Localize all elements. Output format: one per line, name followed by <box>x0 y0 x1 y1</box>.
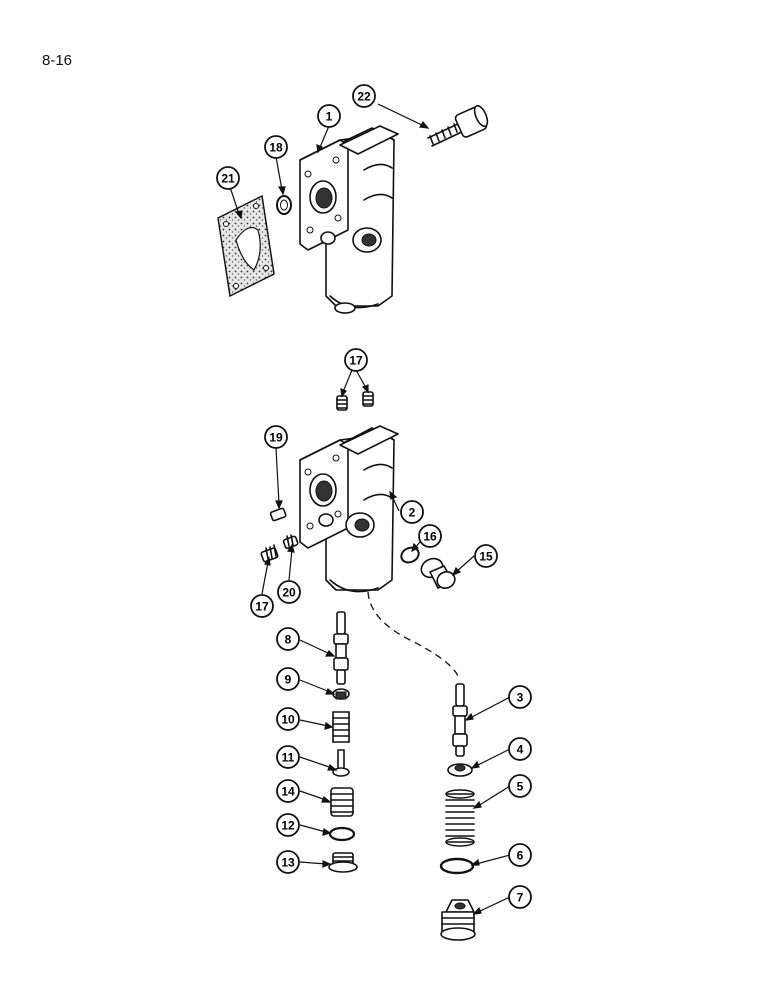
callout-11: 11 <box>276 745 300 769</box>
callout-circle <box>276 667 300 691</box>
callout-circle <box>508 774 532 798</box>
part-11-poppet <box>332 749 350 777</box>
callout-number: 15 <box>479 550 493 564</box>
callout-number: 9 <box>285 673 292 687</box>
callout-1: 1 <box>317 104 341 128</box>
callout-19: 19 <box>264 425 288 449</box>
part-7-plug <box>440 899 476 941</box>
callout-number: 16 <box>423 530 437 544</box>
callout-21: 21 <box>216 166 240 190</box>
part-2-valve-housing <box>299 425 399 593</box>
callout-circle <box>276 779 300 803</box>
part-16-o-ring <box>400 546 420 564</box>
callout-number: 22 <box>357 90 371 104</box>
callout-number: 3 <box>517 691 524 705</box>
callout-circle <box>352 84 376 108</box>
part-13-plug <box>328 852 358 873</box>
leader-lines <box>229 103 511 915</box>
callout-circle <box>418 524 442 548</box>
callout-circle <box>400 500 424 524</box>
callout-number: 6 <box>517 849 524 863</box>
callout-9: 9 <box>276 667 300 691</box>
part-5-spring <box>445 789 475 847</box>
callout-10: 10 <box>276 707 300 731</box>
part-6-o-ring <box>439 857 475 875</box>
callout-number: 17 <box>349 354 363 368</box>
part-17-set-screw-lower <box>260 544 279 563</box>
callout-number: 12 <box>281 819 295 833</box>
callout-5: 5 <box>508 774 532 798</box>
callout-8: 8 <box>276 627 300 651</box>
callout-circle <box>276 813 300 837</box>
dashed-guide-line <box>367 591 459 677</box>
callout-3: 3 <box>508 685 532 709</box>
part-4-retainer <box>447 763 473 777</box>
callout-circle <box>317 104 341 128</box>
callout-15: 15 <box>474 544 498 568</box>
part-18-o-ring <box>276 195 292 215</box>
callout-17: 17 <box>344 348 368 372</box>
part-9-seat <box>332 688 350 700</box>
callout-number: 4 <box>517 743 524 757</box>
callout-circle <box>264 425 288 449</box>
callout-circle <box>474 544 498 568</box>
callout-number: 17 <box>255 600 269 614</box>
callout-number: 5 <box>517 780 524 794</box>
callout-circle <box>344 348 368 372</box>
callout-16: 16 <box>418 524 442 548</box>
callout-number: 13 <box>281 856 295 870</box>
callout-number: 1 <box>326 110 333 124</box>
part-21-gasket <box>217 194 275 298</box>
part-22-bolt <box>427 104 489 147</box>
callout-circle <box>508 885 532 909</box>
callout-number: 20 <box>282 586 296 600</box>
callout-number: 21 <box>221 172 235 186</box>
part-20-set-screw <box>282 534 299 549</box>
part-3-spool <box>452 683 468 757</box>
callout-circle <box>276 627 300 651</box>
page-number: 8-16 <box>42 52 73 69</box>
part-1-valve-housing <box>299 125 399 314</box>
callout-22: 22 <box>352 84 376 108</box>
callout-circle <box>508 685 532 709</box>
callout-circle <box>276 850 300 874</box>
part-12-washer <box>328 826 356 842</box>
callout-20: 20 <box>277 580 301 604</box>
part-19-pin <box>269 507 287 522</box>
part-8-spool <box>333 611 349 685</box>
callout-number: 19 <box>269 431 283 445</box>
callout-number: 14 <box>281 785 295 799</box>
callout-7: 7 <box>508 885 532 909</box>
callout-12: 12 <box>276 813 300 837</box>
callout-17: 17 <box>250 594 274 618</box>
callout-14: 14 <box>276 779 300 803</box>
callout-number: 2 <box>409 506 416 520</box>
callout-13: 13 <box>276 850 300 874</box>
callout-2: 2 <box>400 500 424 524</box>
callout-number: 7 <box>517 891 524 905</box>
callout-circle <box>276 707 300 731</box>
callout-circle <box>277 580 301 604</box>
callout-number: 8 <box>285 633 292 647</box>
callout-circle <box>508 737 532 761</box>
part-14-sleeve <box>330 787 354 817</box>
part-15-plug <box>420 557 456 589</box>
callout-18: 18 <box>264 135 288 159</box>
part-10-spring <box>332 711 350 743</box>
callout-number: 11 <box>282 751 295 765</box>
callout-number: 10 <box>281 713 295 727</box>
callout-circle <box>250 594 274 618</box>
callout-4: 4 <box>508 737 532 761</box>
callout-circle <box>216 166 240 190</box>
callout-circle <box>264 135 288 159</box>
callout-number: 18 <box>269 141 283 155</box>
callout-6: 6 <box>508 843 532 867</box>
callout-circle <box>508 843 532 867</box>
callout-circle <box>276 745 300 769</box>
